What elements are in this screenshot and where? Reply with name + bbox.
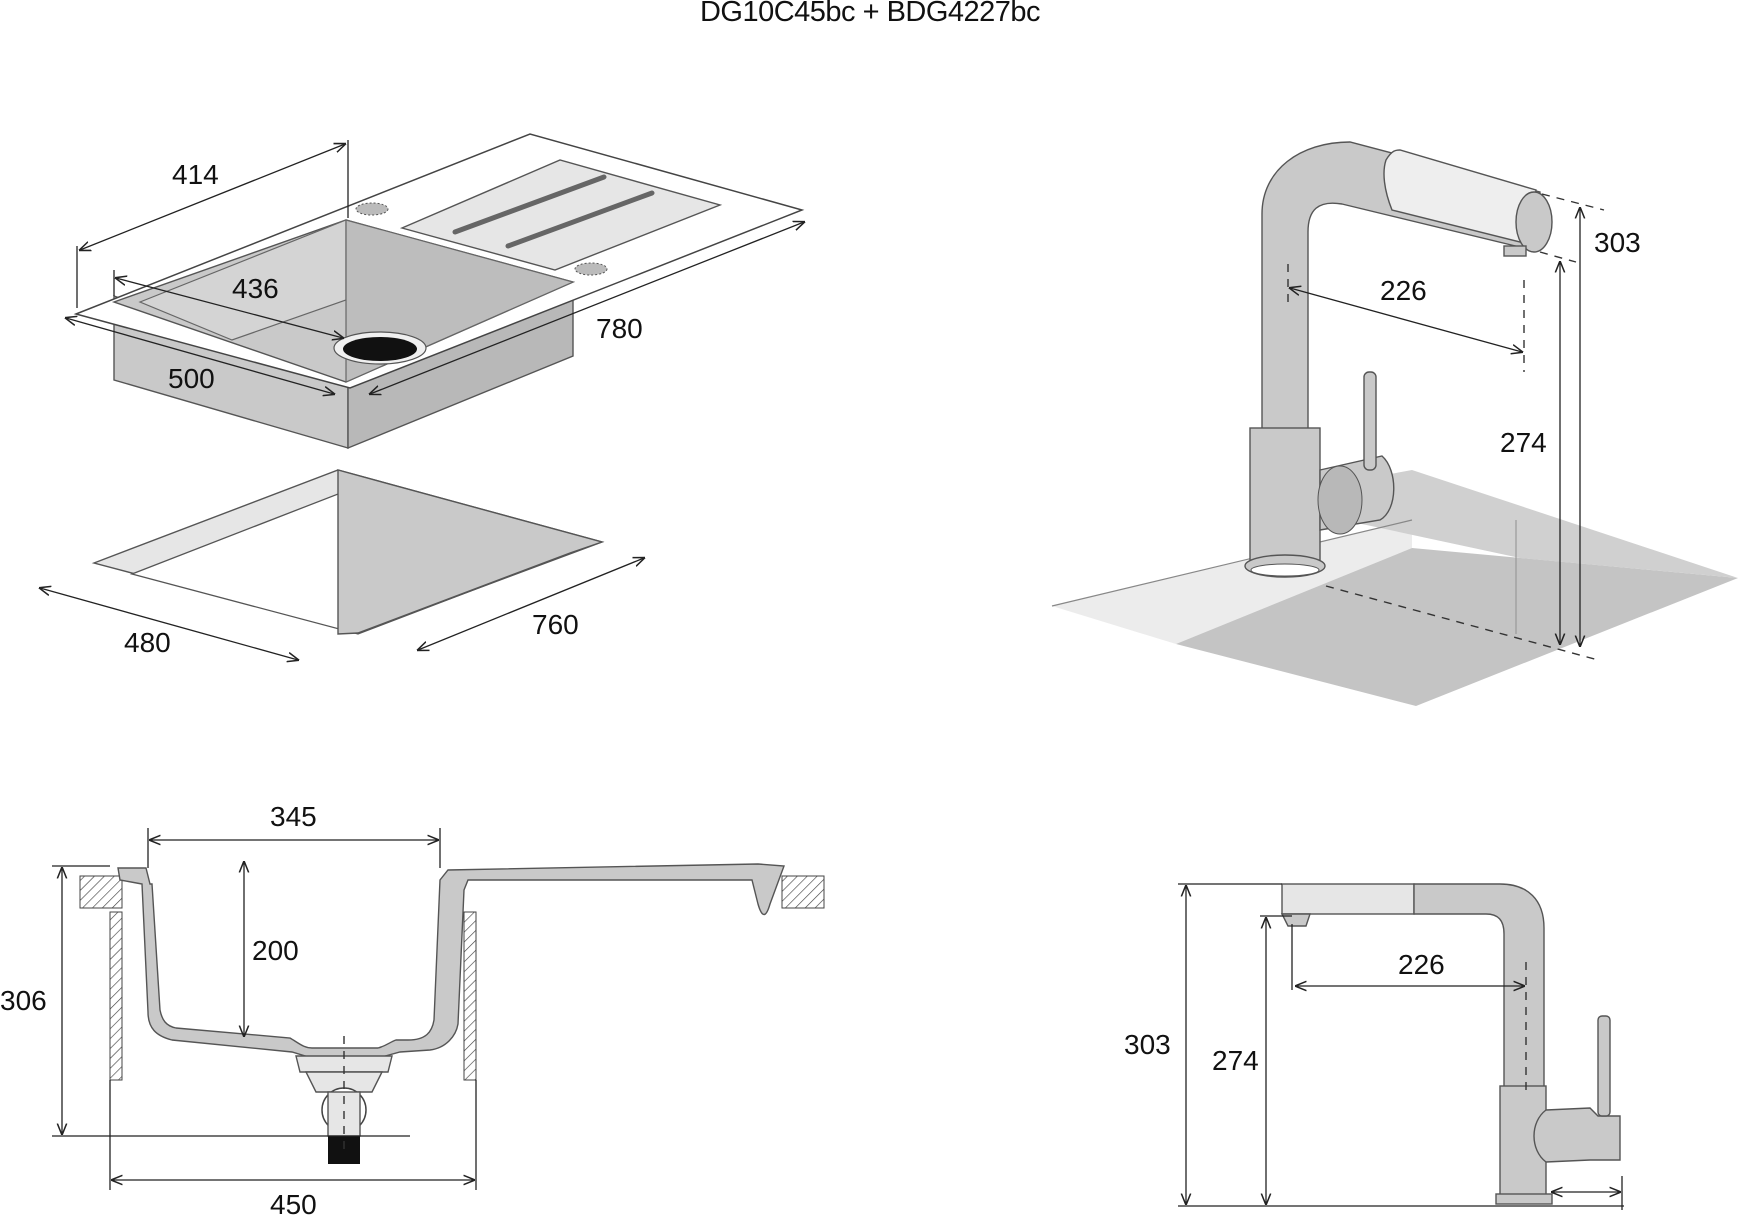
dim-303: 303: [1594, 227, 1641, 258]
drain-hole: [343, 337, 417, 361]
tap-hole-icon: [574, 262, 608, 276]
tap-column: [1249, 427, 1321, 567]
tap-side-mixer: [1533, 1107, 1621, 1163]
tap-side-base: [1495, 1193, 1553, 1205]
sink-top-view: 414 436 500 780: [66, 133, 804, 450]
dim-226: 226: [1380, 275, 1427, 306]
tap-nozzle: [1515, 191, 1553, 253]
tap-side-view: 303 274 226: [1124, 883, 1624, 1210]
dim-274-side: 274: [1212, 1045, 1259, 1076]
tap-perspective-view: 303 226 274: [1051, 141, 1738, 706]
countertop-edge: [1052, 520, 1412, 644]
cutout-view: 480 760: [40, 469, 644, 660]
drawing-title: DG10C45bc + BDG4227bc: [699, 0, 1041, 28]
dim-760: 760: [532, 609, 579, 640]
countertop-left: [79, 875, 123, 909]
dim-line-226: [1290, 288, 1522, 352]
dim-274: 274: [1500, 427, 1547, 458]
dim-500: 500: [168, 363, 215, 394]
countertop-right: [781, 875, 825, 909]
dim-line-780: [370, 222, 804, 394]
sink-basin: [1176, 548, 1738, 706]
dim-line-500: [66, 318, 334, 394]
dim-480: 480: [124, 627, 171, 658]
sink-section-view: 345 200 306 450: [0, 801, 825, 1220]
dim-345: 345: [270, 801, 317, 832]
dim-226-side: 226: [1398, 949, 1445, 980]
dim-303-side: 303: [1124, 1029, 1171, 1060]
dim-450: 450: [270, 1189, 317, 1216]
dim-line-414: [80, 144, 345, 250]
tap-lever: [1363, 371, 1377, 471]
dim-436: 436: [232, 273, 279, 304]
tap-hole-icon: [355, 202, 389, 216]
dim-306: 306: [0, 985, 47, 1016]
cabinet-wall-left: [109, 911, 123, 1081]
cabinet-wall-right: [463, 911, 477, 1081]
drain-outlet: [328, 1136, 360, 1164]
sink-profile: [117, 863, 785, 1059]
tap-side-lever: [1597, 1015, 1611, 1117]
dim-200: 200: [252, 935, 299, 966]
dim-line-760: [418, 558, 644, 650]
dim-line-480: [40, 588, 298, 660]
dim-414: 414: [172, 159, 219, 190]
dim-780: 780: [596, 313, 643, 344]
tap-side-head: [1281, 883, 1415, 915]
tap-side-spout: [1413, 883, 1545, 1091]
